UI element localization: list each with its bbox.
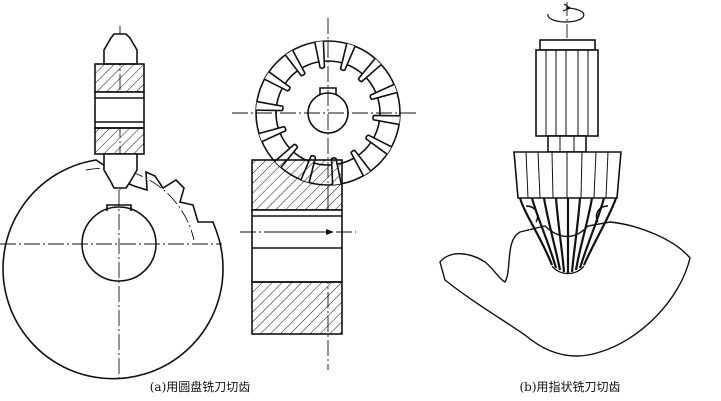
caption-a: (a)用圆盘铣刀切齿 <box>149 380 251 394</box>
cutter-slot <box>339 43 356 72</box>
shank-cap <box>539 39 596 51</box>
gear-blank-side-view <box>2 159 224 380</box>
spline-shank <box>535 49 599 137</box>
cutter-hub-upper <box>94 63 145 93</box>
cutter-tooth-bottom <box>103 153 138 189</box>
section-lower-hatch <box>251 281 343 335</box>
section-bore <box>251 209 343 283</box>
section-upper-hatch <box>251 159 343 211</box>
cutter-neck <box>547 135 587 153</box>
gear-blank-section <box>251 159 343 335</box>
cutter-slot <box>365 134 392 155</box>
rotation-arrow-icon <box>547 7 585 23</box>
disc-cutter-edge-view <box>94 33 145 189</box>
cutter-keyway <box>319 87 337 95</box>
cutter-slot <box>314 41 326 69</box>
cutter-slot <box>256 100 284 112</box>
cutter-hub-lower <box>94 127 145 155</box>
cutter-slot <box>284 49 306 77</box>
gear-blank-outline <box>2 159 224 380</box>
pitch-circle <box>85 167 195 241</box>
cutter-slot <box>369 83 398 101</box>
cutter-slot <box>357 58 382 83</box>
caption-b: (b)用指状铣刀切齿 <box>519 380 621 394</box>
cutter-slot <box>372 114 400 126</box>
cutter-slot <box>350 149 372 177</box>
finger-mill-assembly <box>439 2 691 357</box>
cutter-slot <box>258 125 287 143</box>
cutter-slot <box>264 71 291 92</box>
cutter-tooth-top <box>103 33 138 65</box>
workpiece-outline <box>439 221 691 357</box>
cutting-flutes <box>518 197 618 275</box>
feed-arrow-head <box>326 229 334 235</box>
